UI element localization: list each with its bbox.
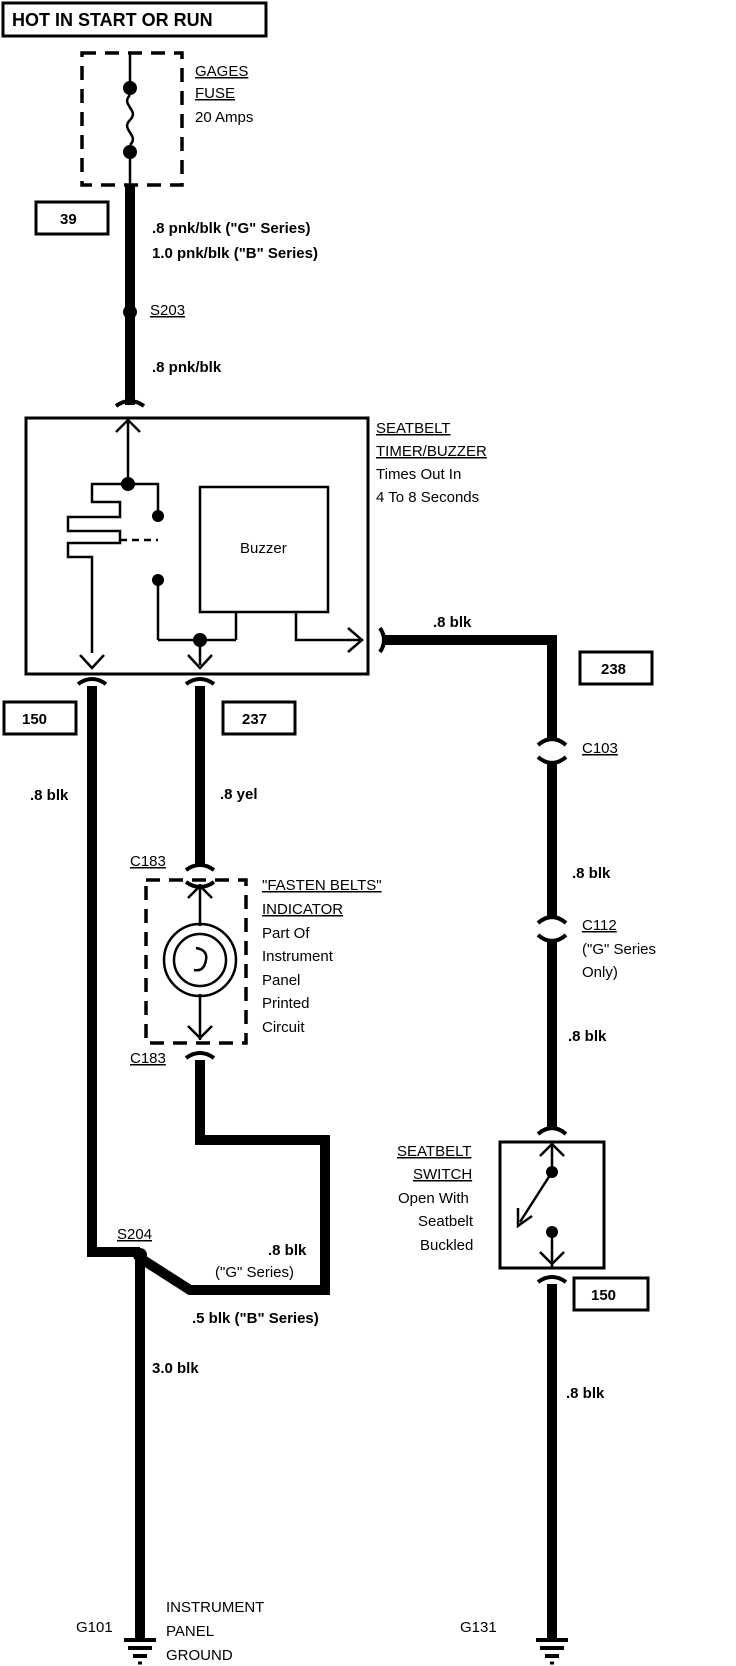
indicator-name-line2: INDICATOR [262,901,343,918]
indicator-desc-4: Printed [262,995,310,1012]
connector-c103-label: C103 [582,740,618,757]
wire-ground-main-label: 3.0 blk [152,1360,199,1377]
ground-g101-icon [124,1638,156,1665]
wire-c103-c112-label: .8 blk [572,865,611,882]
circuit-150-right-label: 150 [591,1287,616,1304]
indicator-name-line1: "FASTEN BELTS" [262,877,382,894]
switch-output-connector [536,1275,568,1284]
circuit-150-left-label: 150 [22,711,47,728]
ground-g101-desc2: PANEL [166,1623,214,1640]
wire-left-ground [87,686,140,1257]
wire-timer-to-switch [384,635,557,740]
indicator-desc-5: Circuit [262,1019,305,1036]
wire-timer-to-switch-label: .8 blk [433,614,472,631]
connector-c112 [536,915,568,943]
seatbelt-switch-contacts [516,1142,565,1268]
header-title: HOT IN START OR RUN [12,10,213,30]
switch-name-line2: SWITCH [413,1166,472,1183]
switch-desc-line1: Open With [398,1190,469,1207]
fuse-name-line2: FUSE [195,85,235,102]
switch-input-connector [536,1126,568,1136]
connector-c103 [536,737,568,765]
ground-g101-desc3: GROUND [166,1647,233,1664]
indicator-desc-1: Part Of [262,925,310,942]
circuit-150-left-box [2,700,78,736]
fuse-rating: 20 Amps [195,109,253,126]
connector-c183-top-label: C183 [130,853,166,870]
switch-name-line1: SEATBELT [397,1143,471,1160]
wire-switch-ground-label: .8 blk [566,1385,605,1402]
circuit-150-right-box [572,1276,650,1312]
indicator-desc-2: Instrument [262,948,334,965]
buzzer-label: Buzzer [240,540,287,557]
wire-after-s203: .8 pnk/blk [152,359,222,376]
timer-output-connector [378,626,386,654]
wire-c112-switch-label: .8 blk [568,1028,607,1045]
timer-desc-line2: 4 To 8 Seconds [376,489,479,506]
circuit-39-label: 39 [60,211,77,228]
timer-name-line2: TIMER/BUZZER [376,443,487,460]
wire-indicator-feed-label: .8 yel [220,786,258,803]
timer-yel-connector [184,677,216,686]
switch-desc-line3: Buckled [420,1237,473,1254]
timer-name-line1: SEATBELT [376,420,450,437]
switch-desc-line2: Seatbelt [418,1213,474,1230]
wire-indicator-ret-g-b: ("G" Series) [215,1264,294,1281]
wire-fuse-out-g: .8 pnk/blk ("G" Series) [152,220,310,237]
timer-module-box [24,416,370,676]
splice-s204-label: S204 [117,1226,152,1243]
indicator-dashed-box [144,878,248,1045]
indicator-lamp [162,884,238,1040]
splice-s203-label: S203 [150,302,185,319]
circuit-237-label: 237 [242,711,267,728]
ground-g131-icon [536,1638,568,1665]
ground-g101-label: G101 [76,1619,113,1636]
wire-left-ground-label: .8 blk [30,787,69,804]
wire-indicator-ret-b: .5 blk ("B" Series) [192,1310,319,1327]
wire-indicator-ret-g-a: .8 blk [268,1242,307,1259]
fuse-name-line1: GAGES [195,63,248,80]
connector-c183-top [184,863,216,889]
timer-internal-circuit [66,418,364,670]
ground-g101-desc1: INSTRUMENT [166,1599,264,1616]
circuit-237-box [221,700,297,736]
timer-input-connector [114,399,146,408]
splice-s203-dot [123,305,137,319]
ground-g131-label: G131 [460,1619,497,1636]
timer-ground-connector [76,677,108,686]
header-box [1,1,268,38]
wire-indicator-return [137,1060,330,1295]
connector-c112-note2: Only) [582,964,618,981]
connector-c112-note1: ("G" Series [582,941,656,958]
timer-desc-line1: Times Out In [376,466,461,483]
connector-c112-label: C112 [582,917,617,934]
circuit-39-box [34,200,110,236]
wire-fuse-out-b: 1.0 pnk/blk ("B" Series) [152,245,318,262]
circuit-238-label: 238 [601,661,626,678]
indicator-desc-3: Panel [262,972,300,989]
connector-c183-bottom-label: C183 [130,1050,166,1067]
circuit-238-box [578,650,654,686]
connector-c183-bottom [184,1051,216,1060]
gages-fuse [80,51,184,187]
